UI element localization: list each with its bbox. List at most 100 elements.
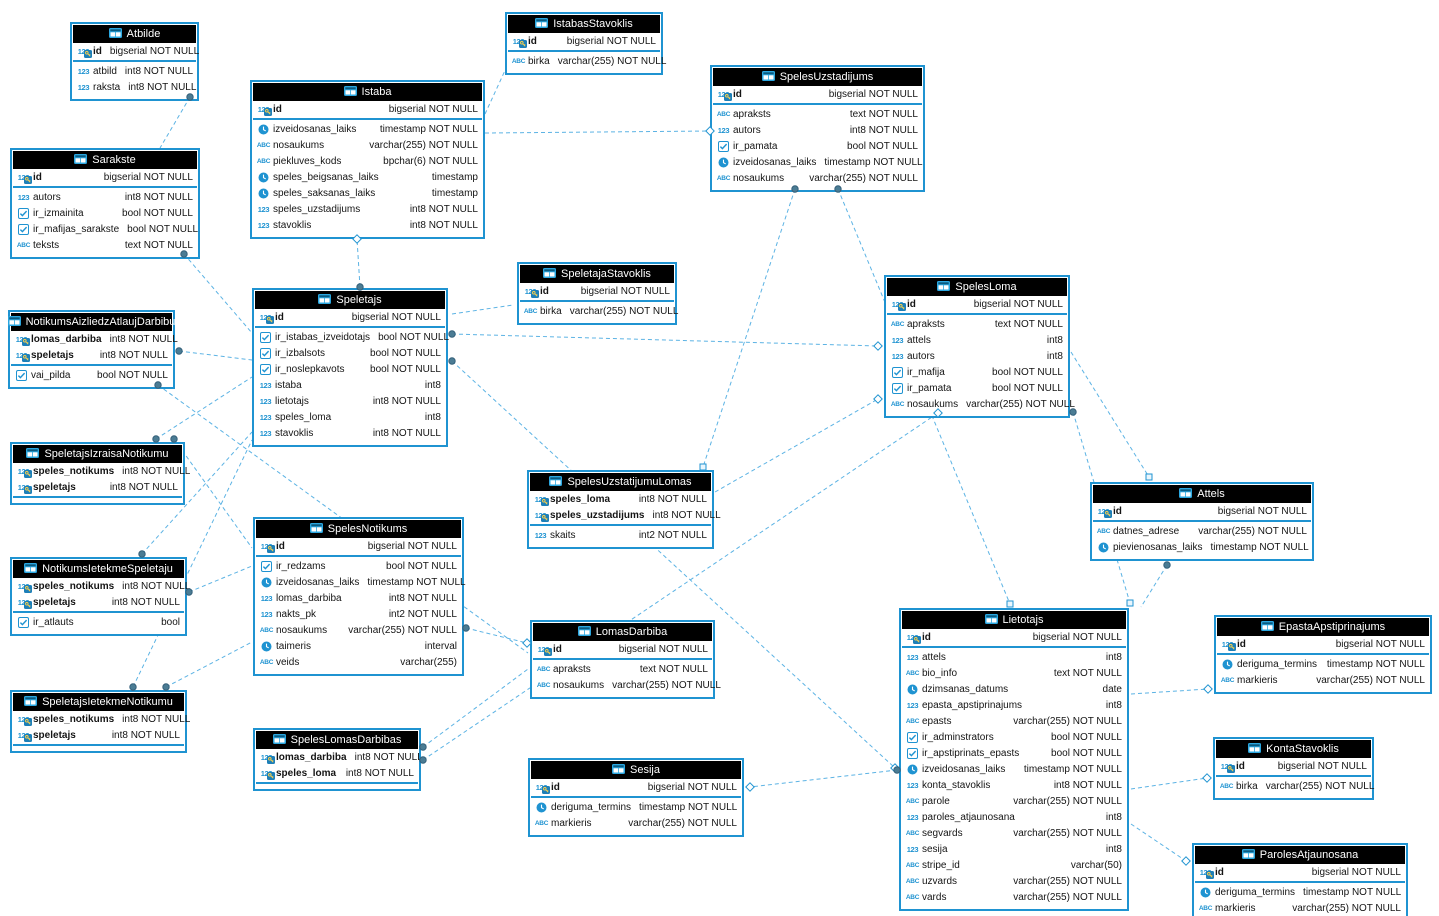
table-header[interactable]: NotikumsIetekmeSpeletaju [13, 560, 184, 578]
table-header[interactable]: Sarakste [13, 151, 197, 169]
table-header[interactable]: ParolesAtjaunosana [1195, 846, 1405, 864]
table-header[interactable]: Sesija [531, 761, 741, 779]
table-header[interactable]: SpeletajsIetekmeNotikumu [13, 693, 184, 711]
table-header[interactable]: Lietotajs [902, 611, 1126, 629]
table-header[interactable]: Attels [1093, 485, 1311, 503]
table-header[interactable]: LomasDarbiba [533, 623, 712, 641]
table-header[interactable]: SpelesUzstadijums [713, 68, 922, 86]
table-header[interactable]: EpastaApstiprinajums [1217, 618, 1429, 636]
table-header[interactable]: SpelesLomasDarbibas [256, 731, 418, 749]
table-header[interactable]: Istaba [253, 83, 482, 101]
table-header[interactable]: KontaStavoklis [1216, 740, 1371, 758]
table-header[interactable]: SpelesNotikums [256, 520, 461, 538]
table-header[interactable]: Speletajs [255, 291, 445, 309]
table-header[interactable]: SpelesLoma [887, 278, 1067, 296]
